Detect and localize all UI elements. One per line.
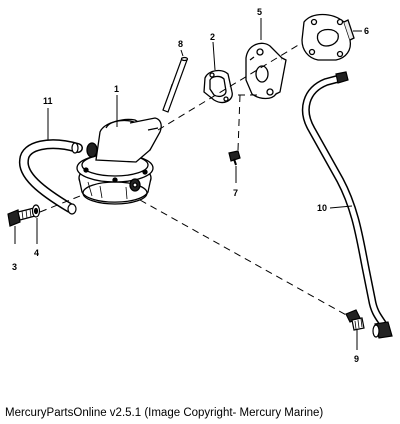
callout-6: 6 <box>364 26 369 36</box>
push-rod-part-8 <box>162 56 189 113</box>
fuel-pump-part-1 <box>76 117 162 205</box>
callout-1: 1 <box>114 84 119 94</box>
exploded-parts-diagram: 1 2 3 4 5 6 7 8 9 10 11 <box>7 7 393 364</box>
callout-5: 5 <box>257 7 262 17</box>
assembly-guide-lines <box>39 43 349 317</box>
fuel-line-part-10 <box>301 74 389 334</box>
fuel-line-fitting-bottom <box>372 321 393 339</box>
callout-3: 3 <box>12 262 17 272</box>
adapter-plate-part-5 <box>245 42 287 100</box>
callout-10: 10 <box>317 203 327 213</box>
fuel-hose-part-11 <box>18 139 83 215</box>
callout-2: 2 <box>210 32 215 42</box>
fuel-line-fitting-top <box>335 71 349 84</box>
gasket-part-2 <box>203 69 233 104</box>
washer-part-4 <box>31 204 41 218</box>
callout-7: 7 <box>233 188 238 198</box>
callout-4: 4 <box>34 248 39 258</box>
screw-part-7 <box>228 150 241 166</box>
callout-9: 9 <box>354 354 359 364</box>
fitting-part-9 <box>345 309 365 331</box>
image-copyright-caption: MercuryPartsOnline v2.5.1 (Image Copyrig… <box>5 407 324 419</box>
callout-leader-lines <box>14 18 362 350</box>
block-off-plate-part-6 <box>301 13 355 61</box>
callout-11: 11 <box>43 96 53 106</box>
bolt-part-3 <box>7 207 36 227</box>
callout-8: 8 <box>178 39 183 49</box>
callout-labels: 1 2 3 4 5 6 7 8 9 10 11 <box>12 7 369 364</box>
